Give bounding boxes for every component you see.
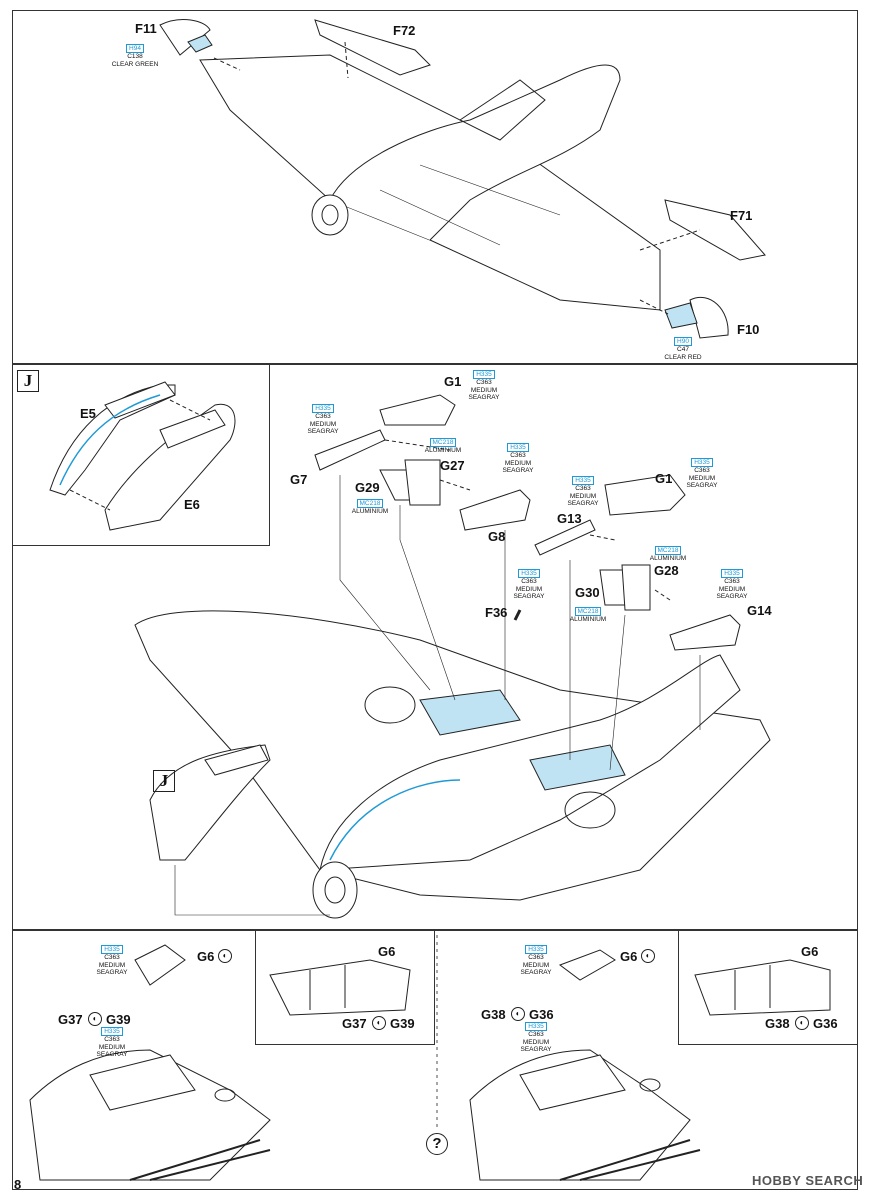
part-label-g38-a: G38 xyxy=(481,1007,506,1022)
flip-part-icon: ◐ xyxy=(372,1016,386,1030)
part-label-g37-a: G37 xyxy=(58,1012,83,1027)
part-label-g14: G14 xyxy=(747,603,772,618)
part-label-g27: G27 xyxy=(440,458,465,473)
part-label-g30: G30 xyxy=(575,585,600,600)
part-label-g6-d: G6 xyxy=(801,944,819,959)
watermark-text: HOBBY SEARCH xyxy=(752,1173,864,1188)
part-label-f10: F10 xyxy=(737,322,760,337)
main-step-panel xyxy=(12,364,858,930)
part-label-f72: F72 xyxy=(393,23,416,38)
part-label-g36-a: G36 xyxy=(529,1007,554,1022)
main-airframe-drawing xyxy=(134,610,771,919)
part-label-g28: G28 xyxy=(654,563,679,578)
part-label-f11: F11 xyxy=(135,21,157,36)
bottom-detail-drawings xyxy=(29,935,831,1181)
part-label-g39-a: G39 xyxy=(106,1012,131,1027)
top-wing-drawing xyxy=(159,19,766,339)
part-label-g39-b: G39 xyxy=(390,1016,415,1031)
part-label-g1-left: G1 xyxy=(444,374,462,389)
flip-part-icon: ◐ xyxy=(88,1012,102,1026)
part-label-e6: E6 xyxy=(184,497,200,512)
g6-detail-right-panel xyxy=(678,930,858,1045)
part-label-g6-a: G6 xyxy=(197,949,215,964)
part-label-g37-b: G37 xyxy=(342,1016,367,1031)
part-label-f71: F71 xyxy=(730,208,753,223)
part-label-g38-b: G38 xyxy=(765,1016,790,1031)
part-label-g7: G7 xyxy=(290,472,308,487)
part-label-g36-b: G36 xyxy=(813,1016,838,1031)
part-label-g6-c: G6 xyxy=(620,949,638,964)
step-j-reference-box: J xyxy=(153,770,175,792)
help-icon: ? xyxy=(426,1133,448,1155)
part-label-e5: E5 xyxy=(80,406,96,421)
flip-part-icon: ◐ xyxy=(641,949,655,963)
part-label-g6-b: G6 xyxy=(378,944,396,959)
j-cowl-drawing xyxy=(49,381,236,531)
part-label-g1-right: G1 xyxy=(655,471,673,486)
j-detail-panel xyxy=(12,364,270,546)
part-label-g29: G29 xyxy=(355,480,380,495)
part-label-g8: G8 xyxy=(488,529,506,544)
top-step-panel xyxy=(12,10,858,364)
flip-part-icon: ◐ xyxy=(511,1007,525,1021)
exploded-parts-drawing xyxy=(314,394,741,771)
flip-part-icon: ◐ xyxy=(218,949,232,963)
flip-part-icon: ◐ xyxy=(795,1016,809,1030)
bottom-step-panel xyxy=(12,930,858,1190)
part-label-f36: F36 xyxy=(485,605,508,620)
page-number: 8 xyxy=(14,1177,22,1192)
g6-detail-left-panel xyxy=(255,930,435,1045)
step-j-box: J xyxy=(17,370,39,392)
part-label-g13: G13 xyxy=(557,511,582,526)
